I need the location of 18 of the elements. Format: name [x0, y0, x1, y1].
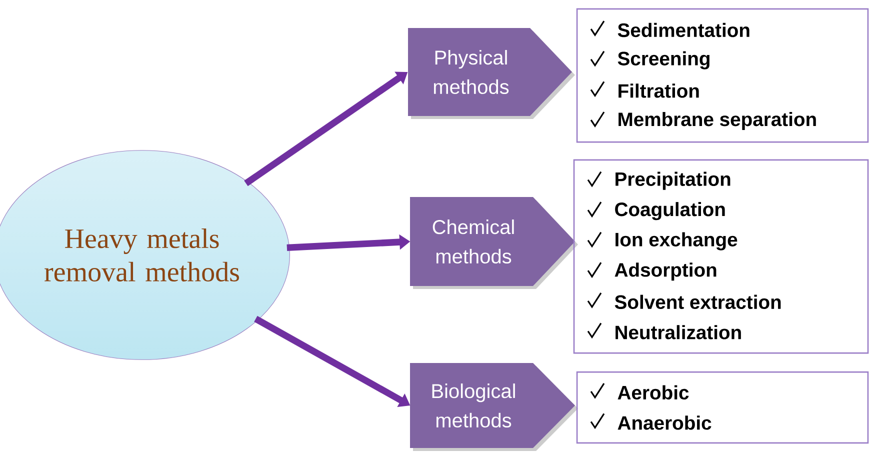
arrow-box: Chemical methods	[410, 197, 578, 289]
list-item: Sedimentation	[618, 22, 750, 38]
list-box	[573, 159, 869, 354]
list-item: Precipitation	[616, 172, 730, 190]
list-item: Screening	[618, 51, 710, 70]
list-item: Membrane separation	[618, 112, 816, 130]
list-item: Neutralization	[616, 325, 741, 340]
list-box	[576, 8, 869, 143]
arrow-box: Physical methods	[408, 28, 575, 119]
list-item: Anaerobic	[618, 416, 712, 430]
list-item: Coagulation	[615, 202, 725, 220]
list-item: Filtration	[618, 84, 699, 98]
list-item: Aerobic	[618, 385, 689, 400]
list-item: Adsorption	[614, 262, 716, 281]
list-box	[576, 371, 869, 444]
arrow-box: Biological methods	[410, 363, 578, 451]
list-item: Solvent extraction	[614, 294, 781, 309]
list-item: Ion exchange	[616, 232, 738, 250]
